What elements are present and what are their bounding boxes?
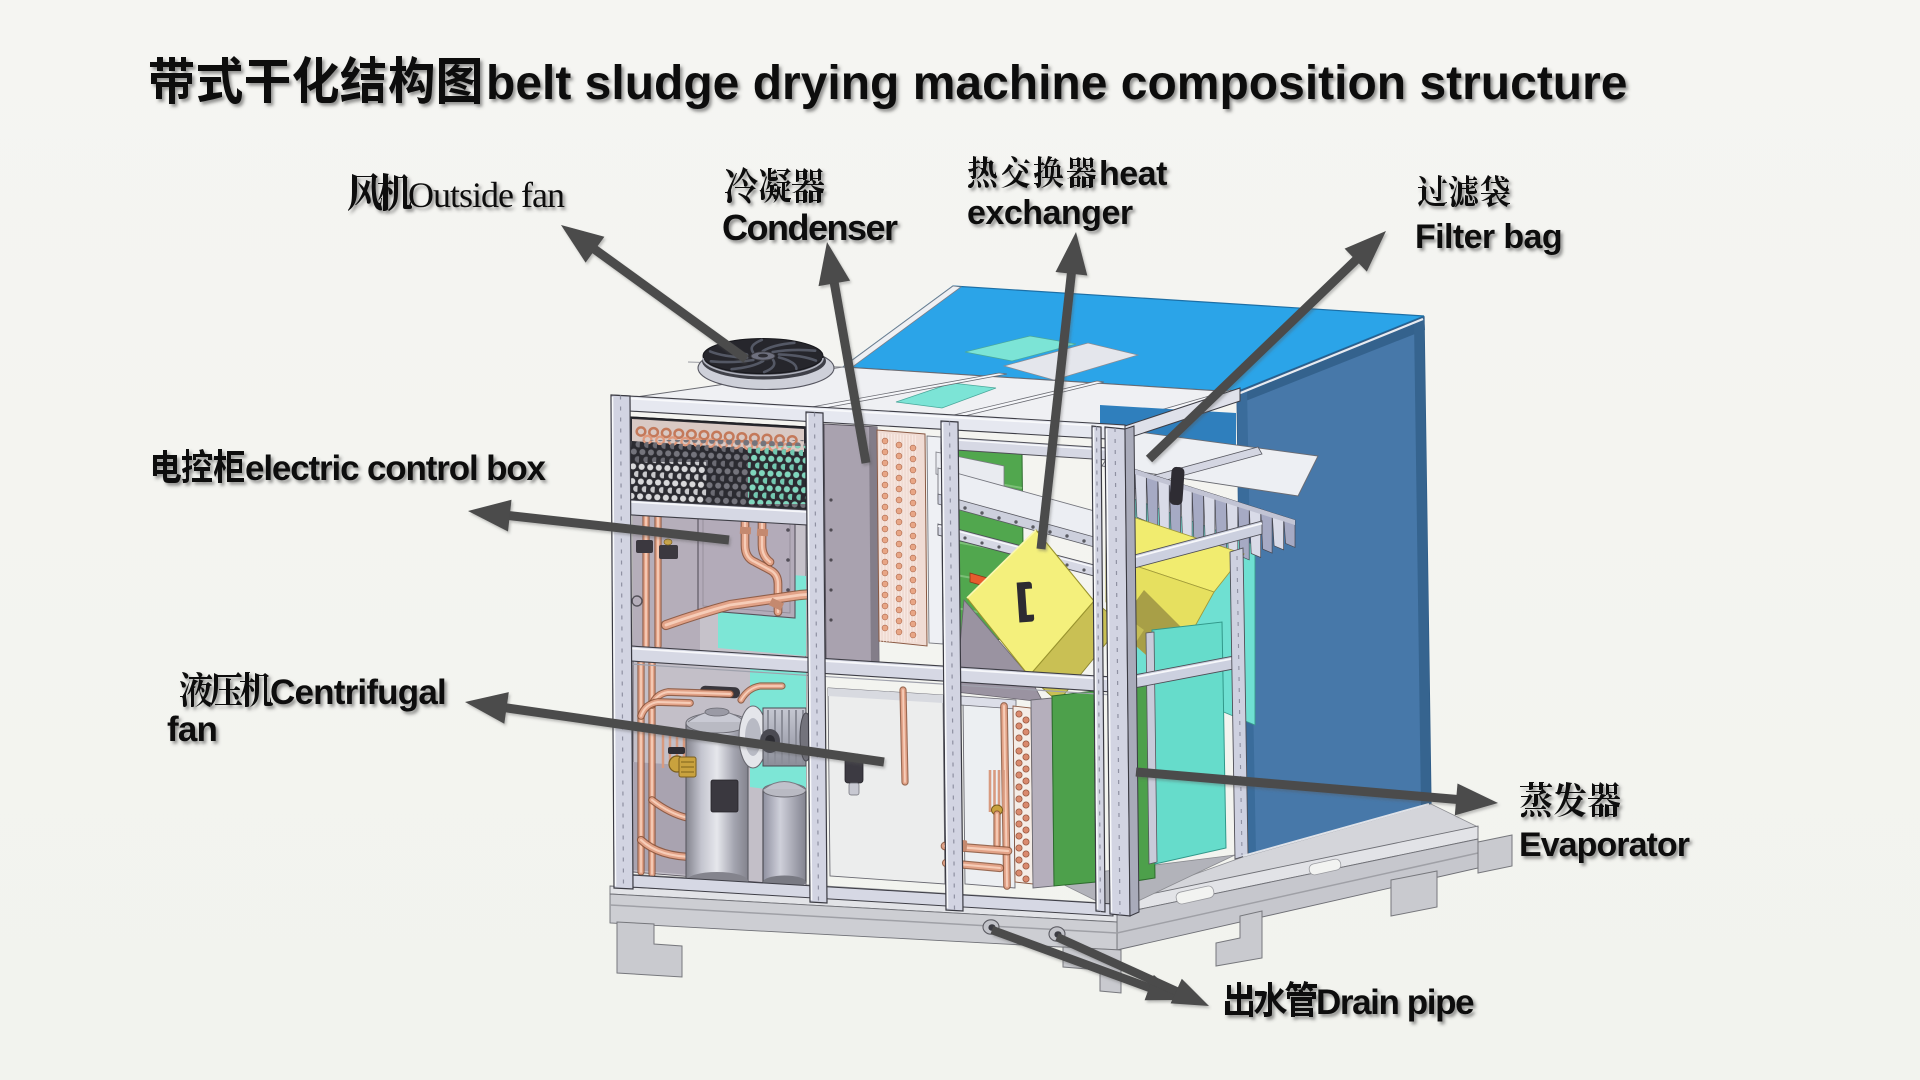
outside-fan-part xyxy=(697,338,835,391)
frame xyxy=(610,387,1241,917)
label-filter-bag-zh-glyphs xyxy=(1418,175,1510,208)
control-valves xyxy=(631,511,678,650)
labels: 风机 Outside fan 冷凝器 Condenser 热交换器 heat e… xyxy=(148,56,1691,1022)
label-filter-bag: 过滤袋 Filter bag xyxy=(1415,171,1563,256)
frame-column-side xyxy=(1124,425,1140,917)
bay-mullion xyxy=(1145,631,1158,865)
label-electric-control-box-zh: 电控柜 xyxy=(149,447,257,488)
arrow-electric-control-box xyxy=(468,499,730,545)
label-centrifugal-fan: 液压机 Centrifugal fan xyxy=(167,672,447,749)
label-drain-pipe-zh: 出水管 xyxy=(1222,981,1330,1022)
label-electric-control-box-en: electric control box xyxy=(245,449,547,488)
label-heat-exchanger-en2: exchanger xyxy=(967,194,1133,232)
base-slot xyxy=(1308,858,1342,876)
label-condenser-zh: 冷凝器 xyxy=(724,167,832,208)
label-heat-exchanger-en1: heat xyxy=(1099,155,1167,193)
label-electric-control-box-zh-glyphs xyxy=(153,449,244,483)
arrow-filter-bag xyxy=(1145,231,1386,463)
valve-body xyxy=(659,545,678,559)
page-title: 带式干化结构图 belt sludge drying machine compo… xyxy=(148,56,1628,110)
arrow-drain-pipe xyxy=(1055,933,1209,1006)
diamond-handle xyxy=(1016,581,1035,623)
label-evaporator-zh: 蒸发器 xyxy=(1519,781,1627,822)
label-outside-fan-zh-glyphs xyxy=(348,173,412,211)
label-evaporator-en: Evaporator xyxy=(1519,826,1690,864)
compressor-cylinder xyxy=(762,781,807,889)
machine-illustration xyxy=(609,285,1513,994)
page-title-zh: 带式干化结构图 xyxy=(148,66,400,107)
bay-gray-panel xyxy=(1030,697,1055,889)
label-filter-bag-en: Filter bag xyxy=(1415,218,1562,256)
bottom-bay xyxy=(827,686,1097,890)
page-title-en: belt sludge drying machine composition s… xyxy=(486,57,1628,110)
label-centrifugal-fan-en1: Centrifugal xyxy=(270,673,446,712)
label-filter-bag-zh: 过滤袋 xyxy=(1417,171,1525,212)
roof-opening-teal xyxy=(964,335,1077,362)
label-heat-exchanger-zh: 热交换器 xyxy=(967,152,1111,193)
side-panel-blue xyxy=(1236,316,1432,859)
bay-panel-teal xyxy=(1151,621,1227,865)
arrow-condenser xyxy=(818,242,871,464)
label-evaporator-zh-glyphs xyxy=(1520,782,1621,818)
label-outside-fan: 风机 Outside fan xyxy=(348,173,566,215)
copper-manifold xyxy=(988,770,1005,849)
label-drain-pipe: 出水管 Drain pipe xyxy=(1222,981,1475,1022)
condenser-mesh-section xyxy=(629,416,807,514)
side-panel-right-lip xyxy=(1414,317,1431,809)
base-foot xyxy=(1390,870,1438,917)
compressor-bay xyxy=(632,656,807,890)
base-slot xyxy=(1175,885,1215,905)
rear-shell xyxy=(841,285,1432,859)
module-b-back xyxy=(827,687,946,885)
label-outside-fan-en: Outside fan xyxy=(408,175,565,215)
arrows xyxy=(465,225,1498,1006)
label-drain-pipe-zh-glyphs xyxy=(1225,981,1317,1017)
compressor-junction-box xyxy=(710,779,739,813)
arrow-evaporator xyxy=(1135,767,1498,816)
arrow-outside-fan xyxy=(561,225,749,363)
label-condenser-zh-glyphs xyxy=(725,167,825,204)
label-evaporator: 蒸发器 Evaporator xyxy=(1519,781,1691,864)
arrow-centrifugal-fan xyxy=(465,692,885,767)
filter-handle xyxy=(1169,466,1185,506)
base-foot xyxy=(616,921,683,978)
label-condenser: 冷凝器 Condenser xyxy=(722,167,900,248)
mesh-holes xyxy=(630,440,806,513)
label-centrifugal-fan-zh-glyphs xyxy=(180,672,273,707)
label-heat-exchanger-zh-glyphs xyxy=(968,156,1096,188)
base-skid xyxy=(609,803,1513,994)
label-electric-control-box: 电控柜 electric control box xyxy=(149,447,548,488)
label-heat-exchanger: 热交换器 heat exchanger xyxy=(967,152,1168,232)
arrow-heat-exchanger xyxy=(1036,232,1088,550)
valve-body xyxy=(636,540,653,553)
label-drain-pipe-en: Drain pipe xyxy=(1316,983,1474,1022)
brass-coil-fitting xyxy=(678,756,697,778)
evaporator-green-front xyxy=(1051,690,1097,887)
side-panel-top-band xyxy=(1237,317,1425,404)
right-bay xyxy=(841,285,1430,885)
base-foot xyxy=(1477,834,1513,874)
control-section xyxy=(631,509,872,661)
label-centrifugal-fan-en2: fan xyxy=(167,710,217,749)
roof-opening-teal xyxy=(895,382,997,409)
page-title-zh-glyphs xyxy=(150,56,480,104)
base-foot xyxy=(1215,910,1263,967)
label-condenser-en: Condenser xyxy=(722,207,898,248)
